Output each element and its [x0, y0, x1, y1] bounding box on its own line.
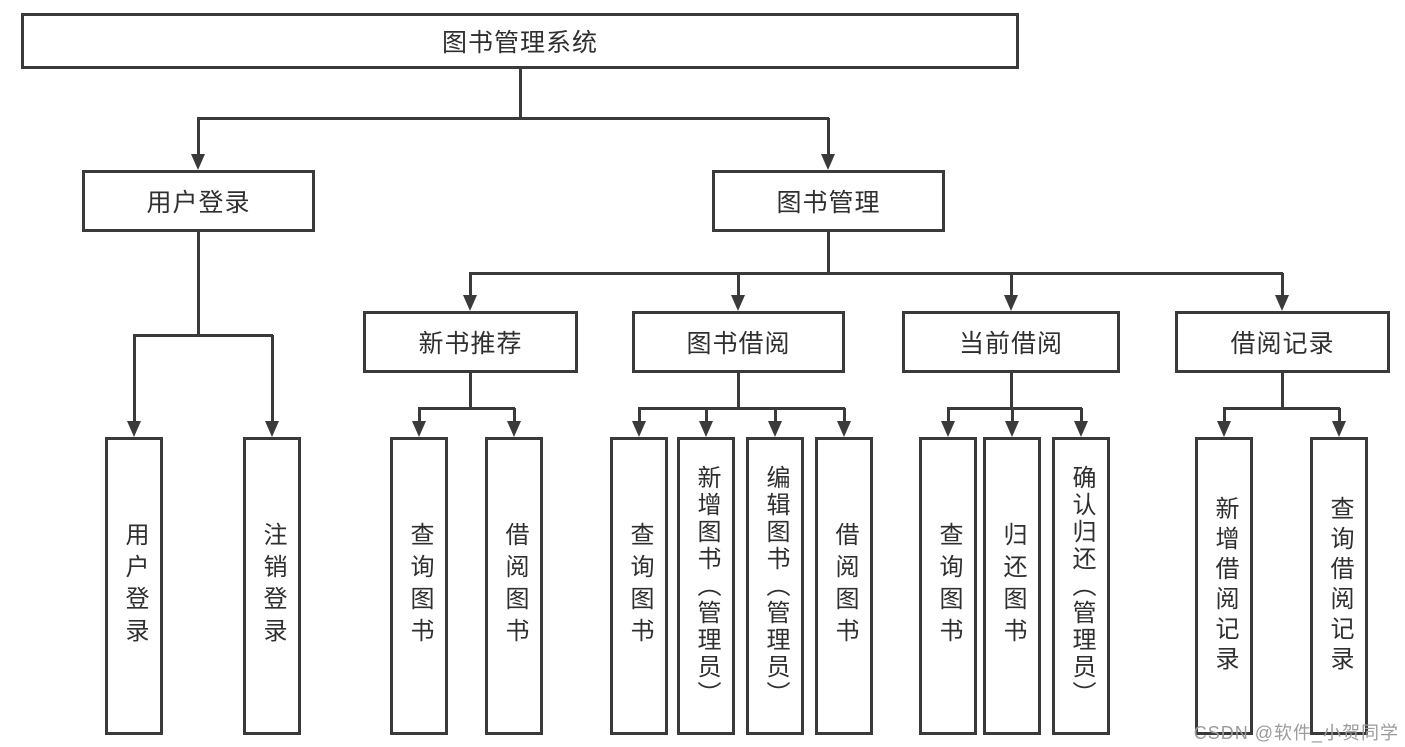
leaf-add-borrow-record: 新增借阅记录 [1195, 437, 1253, 735]
node-new-book-recommend-label: 新书推荐 [418, 330, 523, 358]
arrowhead-down-icon [1275, 295, 1289, 311]
leaf-query-borrow-record: 查询借阅记录 [1310, 437, 1368, 735]
connector-drop [827, 118, 830, 155]
leaf-query-borrow-record-label: 查询借阅记录 [1326, 496, 1353, 676]
arrowhead-down-icon [127, 421, 141, 437]
connector-stem [827, 232, 830, 273]
connector-branch [638, 407, 845, 410]
node-book-borrow: 图书借阅 [632, 311, 845, 373]
arrowhead-down-icon [412, 421, 426, 437]
node-user-login-label: 用户登录 [146, 189, 251, 217]
node-book-management: 图书管理 [712, 170, 945, 232]
connector-drop [737, 273, 740, 296]
connector-stem [1010, 373, 1013, 408]
watermark: CSDN @软件_小贺同学 [1193, 723, 1399, 743]
connector-drop [638, 408, 641, 422]
arrowhead-down-icon [821, 154, 835, 170]
leaf-user-login: 用户登录 [105, 437, 163, 735]
node-borrow-records-label: 借阅记录 [1230, 330, 1335, 358]
node-current-borrow-label: 当前借阅 [958, 330, 1063, 358]
node-new-book-recommend: 新书推荐 [363, 311, 578, 373]
leaf-borrow-query-books-label: 查询图书 [626, 522, 653, 650]
connector-drop [1223, 408, 1226, 422]
leaf-recommend-borrow-books-label: 借阅图书 [501, 522, 528, 650]
connector-drop [947, 408, 950, 422]
leaf-borrow-books: 借阅图书 [815, 437, 873, 735]
arrowhead-down-icon [632, 421, 646, 437]
leaf-borrow-query-books: 查询图书 [610, 437, 668, 735]
arrowhead-down-icon [191, 154, 205, 170]
arrowhead-down-icon [463, 295, 477, 311]
connector-branch [947, 407, 1082, 410]
arrowhead-down-icon [265, 421, 279, 437]
connector-branch [469, 272, 1283, 275]
arrowhead-down-icon [1074, 421, 1088, 437]
connector-drop [1080, 408, 1083, 422]
node-book-borrow-label: 图书借阅 [686, 330, 791, 358]
leaf-recommend-query-books: 查询图书 [390, 437, 448, 735]
leaf-confirm-return-admin: 确认归还（管理员） [1052, 437, 1110, 735]
connector-stem [469, 373, 472, 408]
arrowhead-down-icon [1004, 295, 1018, 311]
node-borrow-records: 借阅记录 [1175, 311, 1390, 373]
connector-drop [1011, 408, 1014, 422]
arrowhead-down-icon [941, 421, 955, 437]
connector-drop [774, 408, 777, 422]
leaf-add-borrow-record-label: 新增借阅记录 [1211, 496, 1238, 676]
connector-stem [737, 373, 740, 408]
leaf-current-query-books-label: 查询图书 [935, 522, 962, 650]
leaf-current-query-books: 查询图书 [919, 437, 977, 735]
leaf-add-book-admin: 新增图书（管理员） [677, 437, 735, 735]
connector-drop [271, 335, 274, 422]
connector-drop [1010, 273, 1013, 296]
node-root-label: 图书管理系统 [441, 29, 598, 57]
leaf-logout-label: 注销登录 [259, 522, 286, 650]
connector-stem [1281, 373, 1284, 408]
connector-drop [133, 335, 136, 422]
arrowhead-down-icon [731, 295, 745, 311]
arrowhead-down-icon [1217, 421, 1231, 437]
leaf-return-book: 归还图书 [983, 437, 1041, 735]
leaf-return-book-label: 归还图书 [999, 522, 1026, 650]
arrowhead-down-icon [1332, 421, 1346, 437]
node-user-login: 用户登录 [82, 170, 315, 232]
connector-branch [1223, 407, 1340, 410]
connector-branch [133, 334, 273, 337]
arrowhead-down-icon [1005, 421, 1019, 437]
node-book-management-label: 图书管理 [776, 189, 881, 217]
leaf-edit-book-admin-label: 编辑图书（管理员） [762, 464, 789, 708]
connector-branch [197, 117, 829, 120]
connector-stem [519, 69, 522, 118]
connector-branch [418, 407, 515, 410]
arrowhead-down-icon [768, 421, 782, 437]
connector-drop [469, 273, 472, 296]
arrowhead-down-icon [699, 421, 713, 437]
leaf-edit-book-admin: 编辑图书（管理员） [746, 437, 804, 735]
leaf-borrow-books-label: 借阅图书 [831, 522, 858, 650]
connector-drop [197, 118, 200, 155]
connector-drop [1281, 273, 1284, 296]
leaf-recommend-borrow-books: 借阅图书 [485, 437, 543, 735]
connector-drop [843, 408, 846, 422]
leaf-user-login-label: 用户登录 [121, 522, 148, 650]
leaf-confirm-return-admin-label: 确认归还（管理员） [1068, 464, 1095, 708]
connector-drop [418, 408, 421, 422]
node-current-borrow: 当前借阅 [902, 311, 1120, 373]
arrowhead-down-icon [837, 421, 851, 437]
leaf-add-book-admin-label: 新增图书（管理员） [693, 464, 720, 708]
leaf-logout: 注销登录 [243, 437, 301, 735]
arrowhead-down-icon [507, 421, 521, 437]
connector-drop [1338, 408, 1341, 422]
node-root: 图书管理系统 [21, 13, 1019, 69]
connector-drop [705, 408, 708, 422]
leaf-recommend-query-books-label: 查询图书 [406, 522, 433, 650]
connector-drop [513, 408, 516, 422]
connector-stem [197, 232, 200, 335]
